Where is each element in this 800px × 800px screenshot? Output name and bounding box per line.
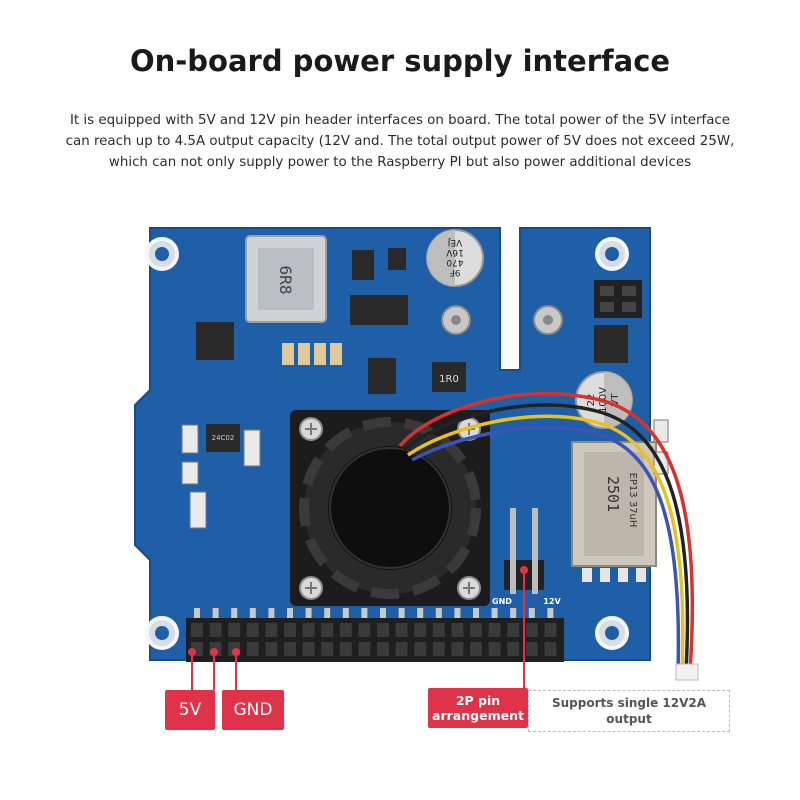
gpio-pin-tip (510, 608, 517, 618)
gpio-pin (488, 642, 501, 656)
smd-component (196, 248, 628, 452)
cooling-fan (290, 410, 490, 606)
gpio-pin-tip (305, 608, 312, 618)
callout-line (191, 570, 525, 690)
callout-note-line: Supports single 12V2A (551, 696, 707, 710)
gpio-pin-tip (212, 608, 219, 618)
gpio-pin (321, 642, 334, 656)
gpio-pin (451, 642, 464, 656)
gpio-pin (302, 623, 315, 637)
gpio-pin (470, 623, 482, 637)
four-pin-header (594, 280, 642, 318)
description: It is equipped with 5V and 12V pin heade… (20, 110, 780, 173)
gpio-pin-tip (231, 608, 238, 618)
resistor (432, 362, 466, 392)
gpio-pin-tip (417, 608, 424, 618)
gpio-pin (544, 642, 557, 656)
callout-5v: 5V (165, 690, 215, 730)
gpio-pin (544, 623, 557, 637)
gpio-pin (525, 642, 538, 656)
gpio-pin (246, 642, 259, 656)
capacitor-marking: VT (610, 393, 621, 407)
gpio-pin (228, 623, 241, 637)
callout-gnd: GND (222, 690, 284, 730)
fan-cable (398, 391, 695, 673)
gpio-pin-tip (194, 608, 200, 618)
capacitor-marking: 9F (450, 267, 461, 277)
gpio-pin (432, 623, 445, 637)
gpio-pin-tip (398, 608, 405, 618)
gpio-pin (284, 642, 296, 656)
gpio-pin-tip (491, 608, 498, 618)
transformer-pin (582, 568, 646, 582)
gpio-pin-tip (361, 608, 368, 618)
gpio-pin (432, 642, 445, 656)
gpio-pin-tip (380, 608, 386, 618)
gpio-pin (414, 642, 427, 656)
description-line: which can not only supply power to the R… (108, 155, 692, 170)
gpio-pin (395, 623, 408, 637)
capacitor-marking: 16V (445, 247, 463, 257)
callout-dot (188, 566, 528, 656)
description-line: It is equipped with 5V and 12V pin heade… (69, 113, 731, 128)
gpio-pin (451, 623, 464, 637)
gpio-pin (339, 642, 352, 656)
inductor-marking: 6R8 (276, 266, 295, 295)
gpio-pin-tip (268, 608, 275, 618)
resistor-array (282, 343, 342, 365)
gpio-pin (470, 642, 482, 656)
gpio-pin (209, 623, 222, 637)
callout-12v-note: Supports single 12V2A output (528, 690, 730, 732)
gpio-pin-tip (547, 608, 554, 618)
capacitor-marking: 470 (446, 257, 463, 267)
callout-pin-arrangement: 2P pin arrangement (428, 688, 528, 728)
gpio-pin-tip (287, 608, 293, 618)
gpio-pin (321, 623, 334, 637)
gpio-pin (339, 623, 352, 637)
gpio-pin (284, 623, 296, 637)
description-line: can reach up to 4.5A output capacity (12… (65, 134, 735, 149)
gpio-pin (507, 642, 520, 656)
page-title: On-board power supply interface (129, 44, 671, 78)
callout-note-line: output (606, 712, 652, 726)
gpio-pin-tip (324, 608, 331, 618)
gpio-pin-tip (473, 608, 479, 618)
gpio-pin (414, 623, 427, 637)
pin-label-12v: 12V (543, 597, 561, 606)
callout-pin-arrangement-line: 2P pin (455, 693, 501, 708)
gpio-pin-tip (249, 608, 256, 618)
gpio-pin (265, 623, 278, 637)
gpio-pin (488, 623, 501, 637)
gpio-pin (377, 623, 389, 637)
gpio-pin (377, 642, 389, 656)
gpio-pin-tip (454, 608, 461, 618)
chip-marking: 24C02 (212, 434, 235, 442)
capacitor-marking: 22 (586, 394, 597, 407)
gpio-pin-tip (435, 608, 442, 618)
callout-pin-arrangement-line: arrangement (432, 708, 524, 723)
gpio-pin-tip (342, 608, 349, 618)
transformer-marking: 2501 (604, 476, 622, 512)
gpio-pin (246, 623, 259, 637)
gpio-pin (525, 623, 538, 637)
gpio-pin (395, 642, 408, 656)
gpio-pin (358, 623, 371, 637)
gpio-pin (302, 642, 315, 656)
pin-label-gnd: GND (492, 597, 512, 606)
inductor: 6R8 (245, 235, 327, 323)
fan-connector (675, 663, 699, 681)
gpio-pin (507, 623, 520, 637)
electrolytic-capacitor: 9F 470 16V VEJ (426, 229, 484, 287)
gpio-pin (265, 642, 278, 656)
resistor-marking: 1R0 (439, 374, 459, 385)
gpio-pin (191, 623, 203, 637)
gpio-pin (358, 642, 371, 656)
transformer: 2501 EP13 37uH (571, 441, 657, 582)
capacitor-marking: VEJ (448, 237, 463, 247)
gpio-pin-tip (528, 608, 535, 618)
transformer-marking: EP13 37uH (627, 473, 638, 528)
